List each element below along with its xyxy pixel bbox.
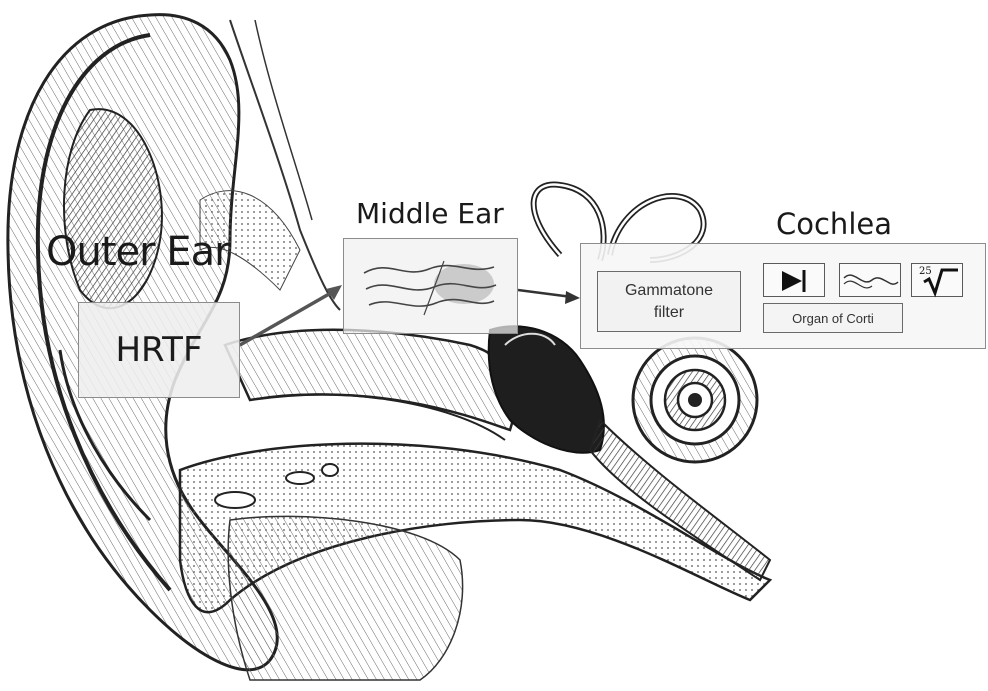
outer-ear-label: Outer Ear [46, 232, 230, 272]
organ-of-corti-label: Organ of Corti [792, 311, 874, 326]
cochlea-label: Cochlea [776, 210, 892, 239]
root-compression-icon [912, 264, 964, 298]
ear-canal [225, 330, 515, 430]
gammatone-filter-box: Gammatone filter [597, 271, 741, 332]
lowpass-box [839, 263, 901, 297]
hrtf-box: HRTF [78, 302, 240, 398]
middle-ear-waves-icon [344, 239, 519, 335]
gammatone-label: Gammatone [625, 280, 713, 302]
organ-of-corti-box: Organ of Corti [763, 303, 903, 333]
rectifier-box [763, 263, 825, 297]
arrow-middle-to-cochlea [518, 290, 572, 297]
diode-rectifier-icon [764, 264, 826, 298]
cochlea-spiral [633, 338, 757, 462]
sine-wave-icon [840, 264, 902, 298]
filter-label: filter [654, 302, 684, 324]
middle-ear-box [343, 238, 518, 334]
cochlea-model-panel: Gammatone filter 25 Organ of Corti [580, 243, 986, 349]
middle-ear-label: Middle Ear [356, 200, 504, 228]
hrtf-label: HRTF [115, 330, 202, 370]
compression-box: 25 [911, 263, 963, 297]
